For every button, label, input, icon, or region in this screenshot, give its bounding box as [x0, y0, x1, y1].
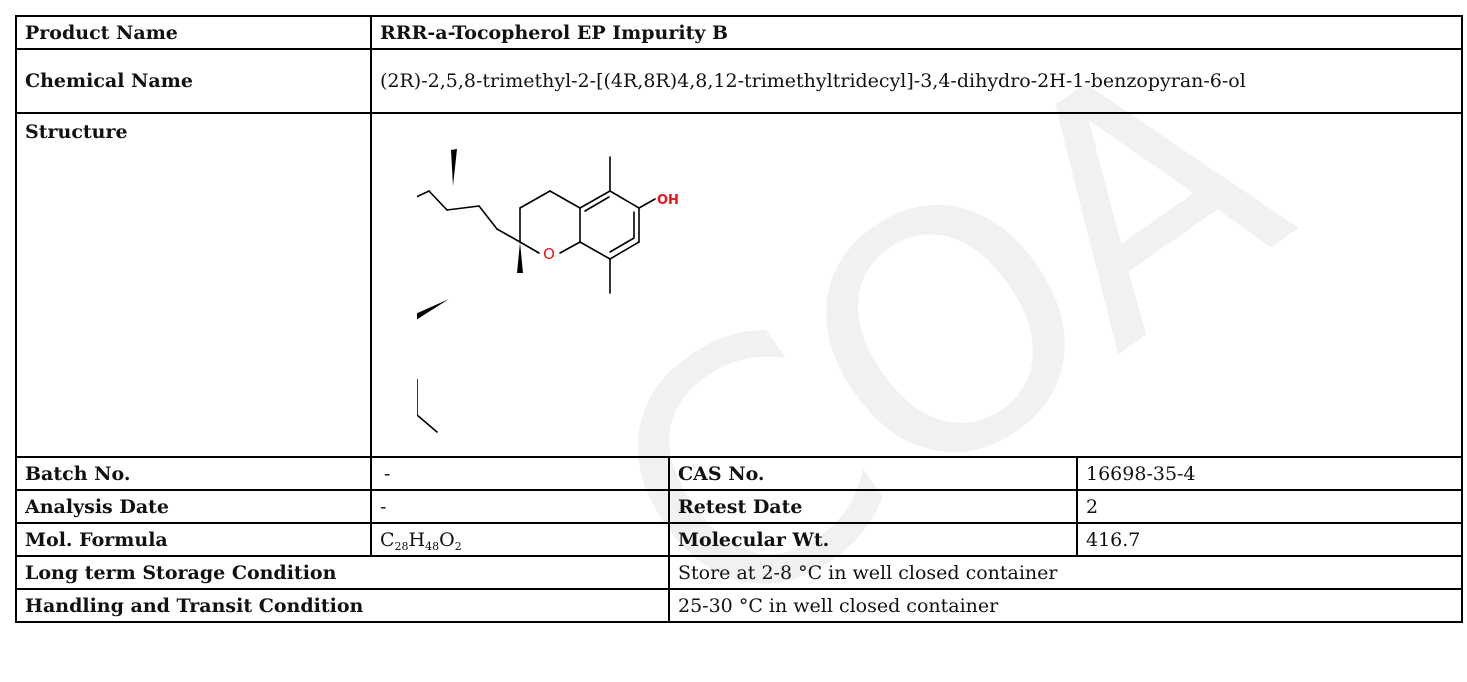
structure-cell: O OH — [370, 112, 1463, 458]
analysis-date-value: - — [370, 489, 670, 524]
batch-no-label: Batch No. — [15, 456, 372, 491]
row-transit: Handling and Transit Condition 25-30 °C … — [15, 588, 1463, 623]
storage-condition-value: Store at 2-8 °C in well closed container — [668, 555, 1463, 590]
mol-formula-value: C28H48O2 — [370, 522, 670, 557]
transit-condition-value: 25-30 °C in well closed container — [668, 588, 1463, 623]
molecular-wt-label: Molecular Wt. — [668, 522, 1078, 557]
row-structure: Structure — [15, 112, 1463, 458]
retest-date-value: 2 — [1076, 489, 1463, 524]
chemical-structure-diagram: O OH — [417, 149, 679, 433]
structure-label: Structure — [15, 112, 372, 458]
row-chemical-name: Chemical Name (2R)-2,5,8-trimethyl-2-[(4… — [15, 48, 1463, 114]
product-spec-table: Product Name RRR-a-Tocopherol EP Impurit… — [15, 15, 1463, 623]
cas-no-label: CAS No. — [668, 456, 1078, 491]
molecular-wt-value: 416.7 — [1076, 522, 1463, 557]
product-name-value: RRR-a-Tocopherol EP Impurity B — [370, 15, 1463, 50]
cas-no-value: 16698-35-4 — [1076, 456, 1463, 491]
chemical-name-value: (2R)-2,5,8-trimethyl-2-[(4R,8R)4,8,12-tr… — [370, 48, 1463, 114]
product-name-label: Product Name — [15, 15, 372, 50]
row-product-name: Product Name RRR-a-Tocopherol EP Impurit… — [15, 15, 1463, 50]
oxygen-atom-label: O — [543, 245, 555, 263]
chemical-name-label: Chemical Name — [15, 48, 372, 114]
storage-condition-label: Long term Storage Condition — [15, 555, 670, 590]
row-storage: Long term Storage Condition Store at 2-8… — [15, 555, 1463, 590]
row-analysis-retest: Analysis Date - Retest Date 2 — [15, 489, 1463, 524]
row-batch-cas: Batch No. - CAS No. 16698-35-4 — [15, 456, 1463, 491]
retest-date-label: Retest Date — [668, 489, 1078, 524]
transit-condition-label: Handling and Transit Condition — [15, 588, 670, 623]
hydroxyl-label: OH — [657, 193, 679, 208]
mol-formula-label: Mol. Formula — [15, 522, 372, 557]
analysis-date-label: Analysis Date — [15, 489, 372, 524]
row-formula-weight: Mol. Formula C28H48O2 Molecular Wt. 416.… — [15, 522, 1463, 557]
batch-no-value: - — [370, 456, 670, 491]
